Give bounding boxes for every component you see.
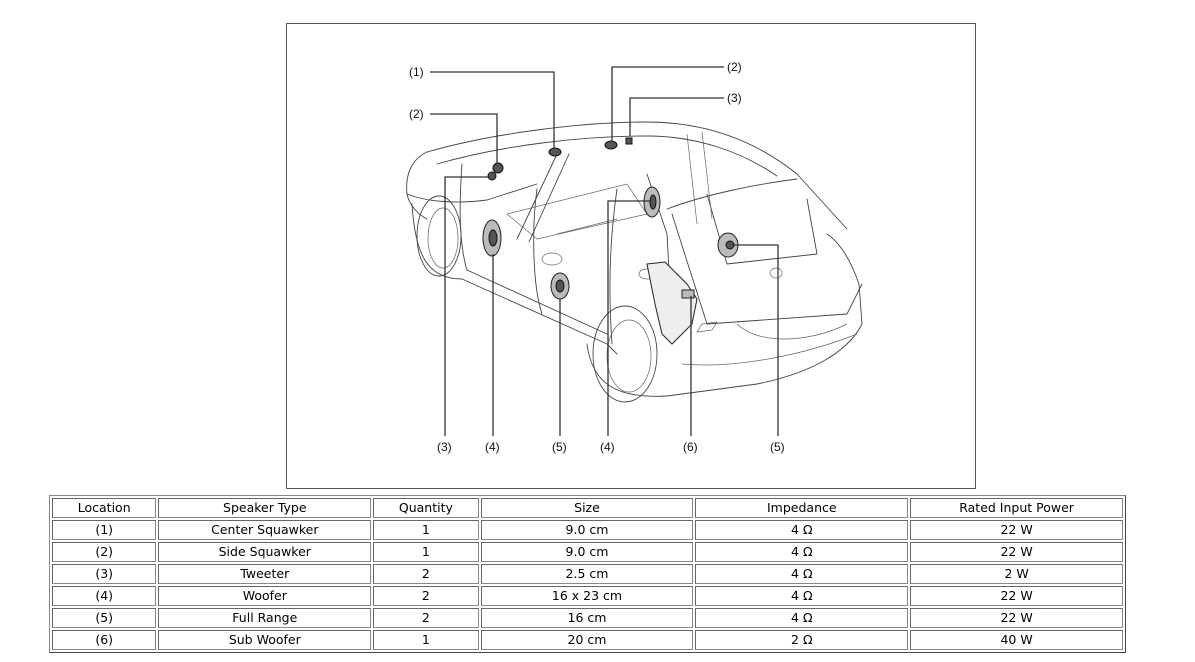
speaker-tweeter-right [625,137,633,145]
cell-quantity: 2 [373,586,479,606]
speaker-side-squawker-right [604,140,618,150]
cell-impedance: 4 Ω [695,520,909,540]
table-header-row: Location Speaker Type Quantity Size Impe… [52,498,1123,518]
cell-size: 20 cm [480,630,694,650]
table-row: (4) Woofer 2 16 x 23 cm 4 Ω 22 W [52,586,1123,606]
cell-size: 2.5 cm [480,564,694,584]
callout-label-4-bottom: (4) [485,440,500,454]
cell-location: (5) [52,608,157,628]
cell-speaker-type: Side Squawker [158,542,372,562]
table-row: (3) Tweeter 2 2.5 cm 4 Ω 2 W [52,564,1123,584]
speaker-full-range-rear-left [550,272,570,300]
cell-rated-input-power: 22 W [910,542,1123,562]
cell-rated-input-power: 40 W [910,630,1123,650]
cell-rated-input-power: 22 W [910,586,1123,606]
header-location: Location [52,498,157,518]
cell-speaker-type: Center Squawker [158,520,372,540]
callout-label-4-bottom-right: (4) [600,440,615,454]
cell-size: 9.0 cm [480,520,694,540]
table-row: (5) Full Range 2 16 cm 4 Ω 22 W [52,608,1123,628]
leader-lines [430,66,779,436]
cell-quantity: 1 [373,630,479,650]
speaker-side-squawker-left [492,162,504,174]
speaker-tweeter-left [487,171,497,181]
cell-size: 16 cm [480,608,694,628]
cell-rated-input-power: 22 W [910,520,1123,540]
cell-quantity: 2 [373,608,479,628]
speaker-woofer-front-right [643,186,661,218]
table-row: (1) Center Squawker 1 9.0 cm 4 Ω 22 W [52,520,1123,540]
cell-speaker-type: Full Range [158,608,372,628]
car-body [406,121,863,403]
cell-rated-input-power: 2 W [910,564,1123,584]
cell-quantity: 1 [373,542,479,562]
cell-impedance: 4 Ω [695,608,909,628]
callout-label-6-bottom: (6) [683,440,698,454]
cell-quantity: 2 [373,564,479,584]
table-row: (6) Sub Woofer 1 20 cm 2 Ω 40 W [52,630,1123,650]
cell-rated-input-power: 22 W [910,608,1123,628]
cell-speaker-type: Sub Woofer [158,630,372,650]
cell-impedance: 4 Ω [695,564,909,584]
speaker-sub-woofer [646,261,718,345]
cell-location: (2) [52,542,157,562]
callout-label-5-bottom: (5) [552,440,567,454]
callout-label-3-bottom: (3) [437,440,452,454]
table-row: (2) Side Squawker 1 9.0 cm 4 Ω 22 W [52,542,1123,562]
cell-quantity: 1 [373,520,479,540]
cell-location: (6) [52,630,157,650]
header-quantity: Quantity [373,498,479,518]
cell-location: (3) [52,564,157,584]
callout-label-5-bottom-right: (5) [770,440,785,454]
callout-label-1: (1) [409,65,424,79]
header-speaker-type: Speaker Type [158,498,372,518]
speaker-center-squawker [548,147,562,157]
speaker-woofer-front-left [482,219,502,257]
cell-impedance: 2 Ω [695,630,909,650]
header-size: Size [480,498,694,518]
cell-size: 9.0 cm [480,542,694,562]
header-impedance: Impedance [695,498,909,518]
cell-location: (4) [52,586,157,606]
callout-label-3-right: (3) [727,91,742,105]
callout-label-2-left: (2) [409,107,424,121]
cell-size: 16 x 23 cm [480,586,694,606]
cell-speaker-type: Woofer [158,586,372,606]
cell-impedance: 4 Ω [695,542,909,562]
callout-label-2-right: (2) [727,60,742,74]
cell-impedance: 4 Ω [695,586,909,606]
header-rated-input-power: Rated Input Power [910,498,1123,518]
speaker-location-diagram: (1) (2) (2) (3) (3) (4) (5) (4) (6) (5) [286,23,976,489]
cell-location: (1) [52,520,157,540]
car-illustration: (1) (2) (2) (3) (3) (4) (5) (4) (6) (5) [406,60,863,454]
cell-speaker-type: Tweeter [158,564,372,584]
speaker-spec-table: Location Speaker Type Quantity Size Impe… [49,495,1126,653]
